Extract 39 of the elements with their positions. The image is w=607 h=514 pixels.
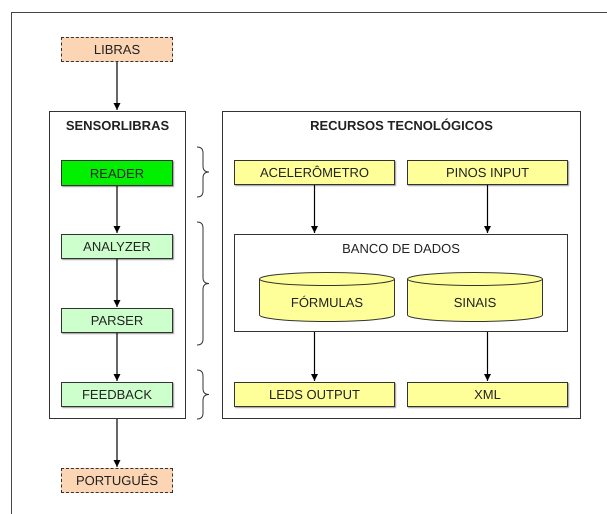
- group-panel: [234, 234, 568, 332]
- group-heading: BANCO DE DADOS: [342, 241, 460, 256]
- arrow: [311, 332, 318, 381]
- group-heading: RECURSOS TECNOLÓGICOS: [310, 118, 493, 133]
- arrow: [114, 186, 120, 233]
- group-heading: SENSORLIBRAS: [66, 118, 170, 133]
- terminal-box: [61, 37, 173, 62]
- process-box: [61, 160, 173, 186]
- arrow: [114, 333, 120, 381]
- database-cylinder: [259, 272, 395, 322]
- process-box: [61, 382, 173, 407]
- terminal-box: [61, 468, 173, 493]
- node-label: FÓRMULAS: [290, 294, 364, 310]
- node-label: LIBRAS: [94, 42, 140, 57]
- database-cylinder: [407, 272, 543, 322]
- node-label: SINAIS: [454, 294, 496, 310]
- process-box: [61, 308, 173, 333]
- resource-box: [234, 382, 395, 407]
- node-label: PARSER: [90, 313, 144, 328]
- node-label: FEEDBACK: [82, 387, 152, 402]
- arrow: [311, 185, 318, 233]
- node-label: LEDS OUTPUT: [268, 387, 360, 402]
- arrow: [484, 185, 491, 233]
- node-label: XML: [474, 387, 501, 402]
- arrow: [114, 259, 120, 307]
- group-panel: [49, 111, 186, 419]
- node-label: ANALYZER: [83, 239, 151, 254]
- group-panel: [222, 111, 581, 419]
- resource-box: [234, 160, 395, 185]
- arrow: [114, 62, 120, 110]
- resource-box: [407, 160, 568, 185]
- node-label: PORTUGUÊS: [76, 473, 158, 488]
- arrow: [114, 419, 120, 467]
- resource-box: [407, 382, 568, 407]
- arrow: [484, 332, 491, 381]
- node-label: PINOS INPUT: [446, 165, 530, 180]
- process-box: [61, 234, 173, 259]
- node-label: ACELERÔMETRO: [260, 165, 370, 180]
- node-label: READER: [90, 166, 144, 180]
